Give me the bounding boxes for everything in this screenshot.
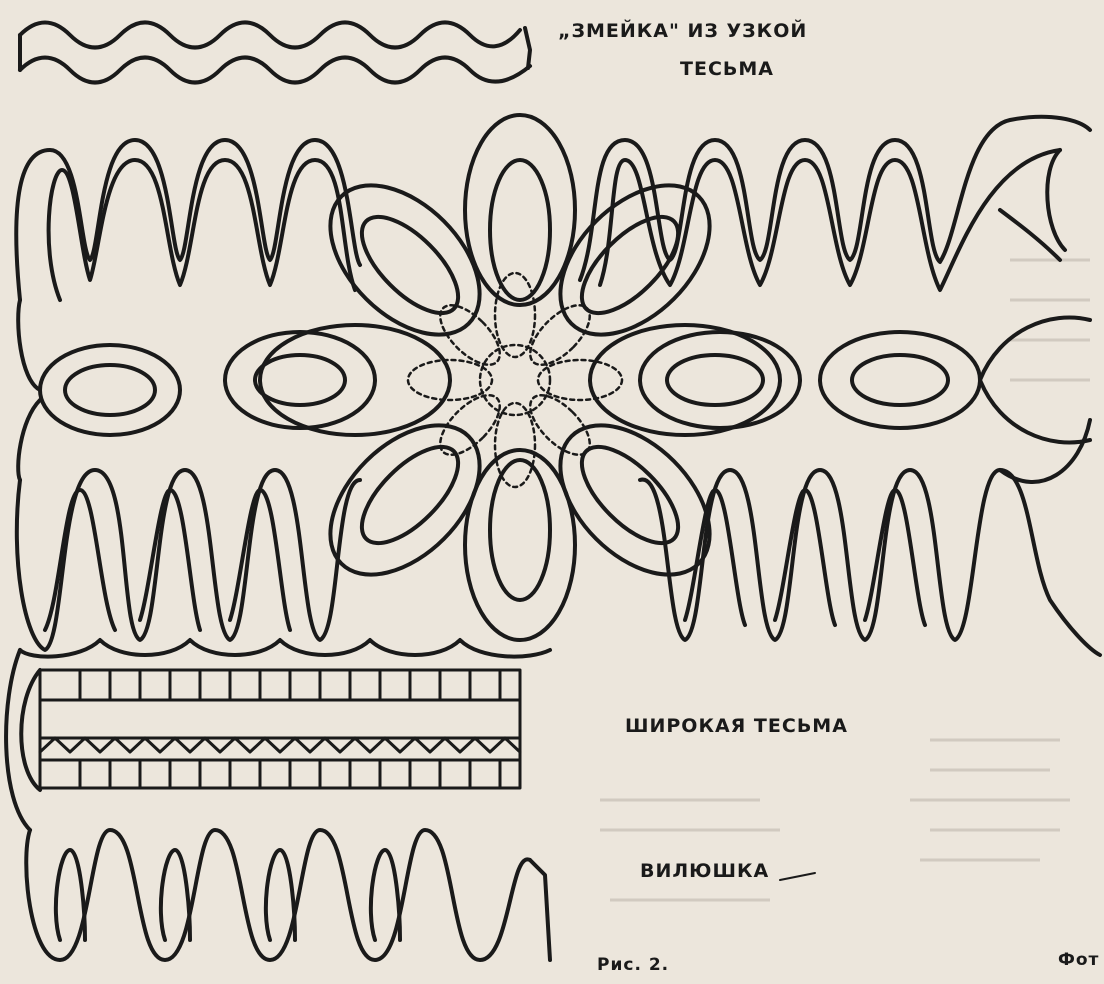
photo-caption-partial: Фот [1058, 950, 1099, 970]
label-wide-braid: ШИРОКАЯ ТЕСЬМА [625, 715, 848, 737]
label-zmeika-line1: „ЗМЕЙКА" ИЗ УЗКОЙ [558, 20, 807, 42]
label-zmeika-line2: ТЕСЬМА [680, 58, 774, 80]
label-vilyushka: ВИЛЮШКА [640, 860, 769, 882]
figure-caption: Рис. 2. [597, 955, 669, 975]
